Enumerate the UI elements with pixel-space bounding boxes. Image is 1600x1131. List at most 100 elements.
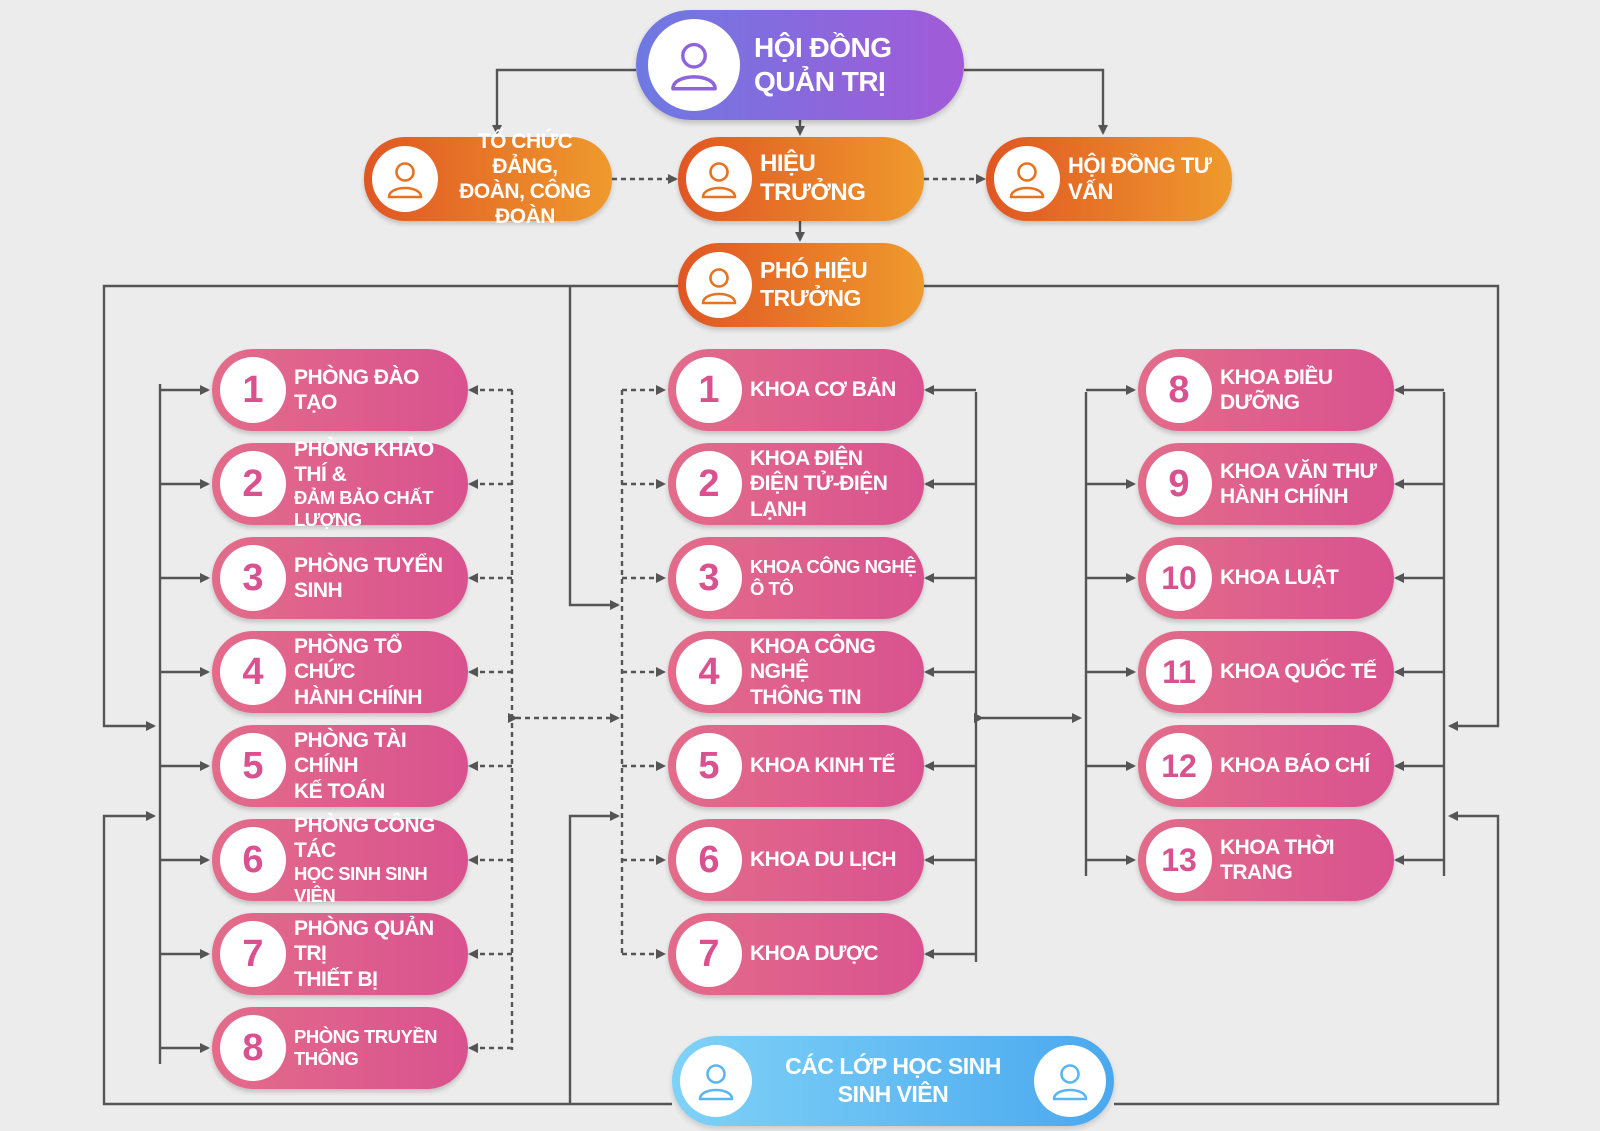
label-line: KHOA CÔNG NGHỆ Ô TÔ <box>750 555 917 599</box>
vice-principal-node[interactable]: PHÓ HIỆU TRƯỞNG <box>678 243 924 327</box>
connector-0 <box>492 68 636 135</box>
faculty-node[interactable]: 1 KHOA CƠ BẢN <box>668 349 924 431</box>
label-line: KHOA QUỐC TẾ <box>1220 660 1377 684</box>
label-line: ĐẢM BẢO CHẤT LƯỢNG <box>294 487 433 531</box>
number-badge: 10 <box>1146 545 1212 611</box>
faculty-node[interactable]: 8 KHOA ĐIỀU DƯỠNG <box>1138 349 1394 431</box>
label-line: PHÒNG KHẢO THÍ & <box>294 437 434 486</box>
faculty-label: KHOA CƠ BẢN <box>742 377 924 402</box>
node-number: 3 <box>242 556 264 599</box>
node-number: 7 <box>698 932 720 975</box>
label-line: KHOA CƠ BẢN <box>750 378 896 402</box>
department-node[interactable]: 3 PHÒNG TUYỂN SINH <box>212 537 468 619</box>
node-number: 8 <box>242 1026 264 1069</box>
students-node[interactable]: CÁC LỚP HỌC SINH SINH VIÊN <box>672 1036 1114 1126</box>
label-line: ĐIỆN TỬ-ĐIỆN LẠNH <box>750 472 888 521</box>
number-badge: 4 <box>676 639 742 705</box>
node-number: 11 <box>1162 653 1196 690</box>
faculty-label: KHOA LUẬT <box>1212 565 1394 590</box>
person-icon <box>686 146 752 212</box>
faculty-node[interactable]: 13 KHOA THỜI TRANG <box>1138 819 1394 901</box>
number-badge: 13 <box>1146 827 1212 893</box>
faculty-node[interactable]: 5 KHOA KINH TẾ <box>668 725 924 807</box>
principal-node[interactable]: HIỆU TRƯỞNG <box>678 137 924 221</box>
principal-label: HIỆU TRƯỞNG <box>760 150 866 206</box>
advisory-node[interactable]: HỘI ĐỒNG TƯ VẤN <box>986 137 1232 221</box>
connector-1 <box>964 68 1108 135</box>
department-label: PHÒNG ĐÀO TẠO <box>286 365 468 415</box>
advisory-label: HỘI ĐỒNG TƯ VẤN <box>1068 152 1212 204</box>
number-badge: 9 <box>1146 451 1212 517</box>
label-line: THIẾT BỊ <box>294 967 378 991</box>
number-badge: 5 <box>220 733 286 799</box>
node-number: 5 <box>242 744 264 787</box>
label-line: TỔ CHỨC ĐẢNG, <box>477 129 573 178</box>
department-label: PHÒNG TRUYỀN THÔNG <box>286 1026 468 1070</box>
board-node[interactable]: HỘI ĐỒNG QUẢN TRỊ <box>636 10 964 120</box>
label-line: KHOA ĐIỆN <box>750 447 863 471</box>
node-number: 5 <box>698 744 720 787</box>
node-number: 4 <box>698 650 720 693</box>
department-label: PHÒNG TUYỂN SINH <box>286 553 468 603</box>
node-number: 1 <box>698 368 720 411</box>
label-line: KHOA DƯỢC <box>750 942 879 966</box>
label-line: KẾ TOÁN <box>294 779 385 803</box>
vice-principal-label: PHÓ HIỆU TRƯỞNG <box>760 257 868 311</box>
label-line: THÔNG TIN <box>750 685 862 709</box>
label-line: KHOA CÔNG NGHỆ <box>750 635 876 684</box>
node-number: 13 <box>1161 841 1197 878</box>
label-line: KHOA ĐIỀU DƯỠNG <box>1220 365 1333 414</box>
faculty-label: KHOA THỜI TRANG <box>1212 835 1394 885</box>
faculty-node[interactable]: 11 KHOA QUỐC TẾ <box>1138 631 1394 713</box>
faculty-node[interactable]: 3 KHOA CÔNG NGHỆ Ô TÔ <box>668 537 924 619</box>
number-badge: 11 <box>1146 639 1212 705</box>
faculty-label: KHOA QUỐC TẾ <box>1212 659 1394 684</box>
node-number: 2 <box>242 462 264 505</box>
number-badge: 1 <box>220 357 286 423</box>
connector-60 <box>568 811 620 1104</box>
party-node[interactable]: TỔ CHỨC ĐẢNG, ĐOÀN, CÔNG ĐOÀN <box>364 130 612 228</box>
label-line: KHOA LUẬT <box>1220 566 1339 590</box>
connector-6 <box>102 284 678 731</box>
label-line: PHÒNG TÀI CHÍNH <box>294 729 407 778</box>
number-badge: 6 <box>220 827 286 893</box>
faculty-label: KHOA DU LỊCH <box>742 847 924 872</box>
person-icon <box>994 146 1060 212</box>
faculty-node[interactable]: 12 KHOA BÁO CHÍ <box>1138 725 1394 807</box>
label-line: KHOA BÁO CHÍ <box>1220 754 1370 778</box>
label-line: KHOA KINH TẾ <box>750 754 895 778</box>
number-badge: 2 <box>220 451 286 517</box>
label-line: PHÒNG ĐÀO TẠO <box>294 365 420 414</box>
label-line: PHÒNG TỔ CHỨC <box>294 635 403 684</box>
person-icon <box>680 1045 752 1117</box>
faculty-label: KHOA CÔNG NGHỆ Ô TÔ <box>742 556 924 600</box>
connector-61 <box>1114 811 1500 1106</box>
label-line: PHÒNG CÔNG TÁC <box>294 813 435 862</box>
label-line: HỌC SINH SINH VIÊN <box>294 863 428 907</box>
person-icon <box>686 252 752 318</box>
faculty-node[interactable]: 7 KHOA DƯỢC <box>668 913 924 995</box>
faculty-node[interactable]: 10 KHOA LUẬT <box>1138 537 1394 619</box>
faculty-label: KHOA ĐIỀU DƯỠNG <box>1212 365 1394 415</box>
node-number: 4 <box>242 650 264 693</box>
label-line: KHOA DU LỊCH <box>750 848 897 872</box>
node-number: 8 <box>1168 368 1190 411</box>
department-label: PHÒNG KHẢO THÍ &ĐẢM BẢO CHẤT LƯỢNG <box>286 437 468 532</box>
node-number: 12 <box>1161 747 1197 784</box>
department-node[interactable]: 2 PHÒNG KHẢO THÍ &ĐẢM BẢO CHẤT LƯỢNG <box>212 438 468 530</box>
node-number: 3 <box>698 556 720 599</box>
department-node[interactable]: 8 PHÒNG TRUYỀN THÔNG <box>212 1007 468 1089</box>
